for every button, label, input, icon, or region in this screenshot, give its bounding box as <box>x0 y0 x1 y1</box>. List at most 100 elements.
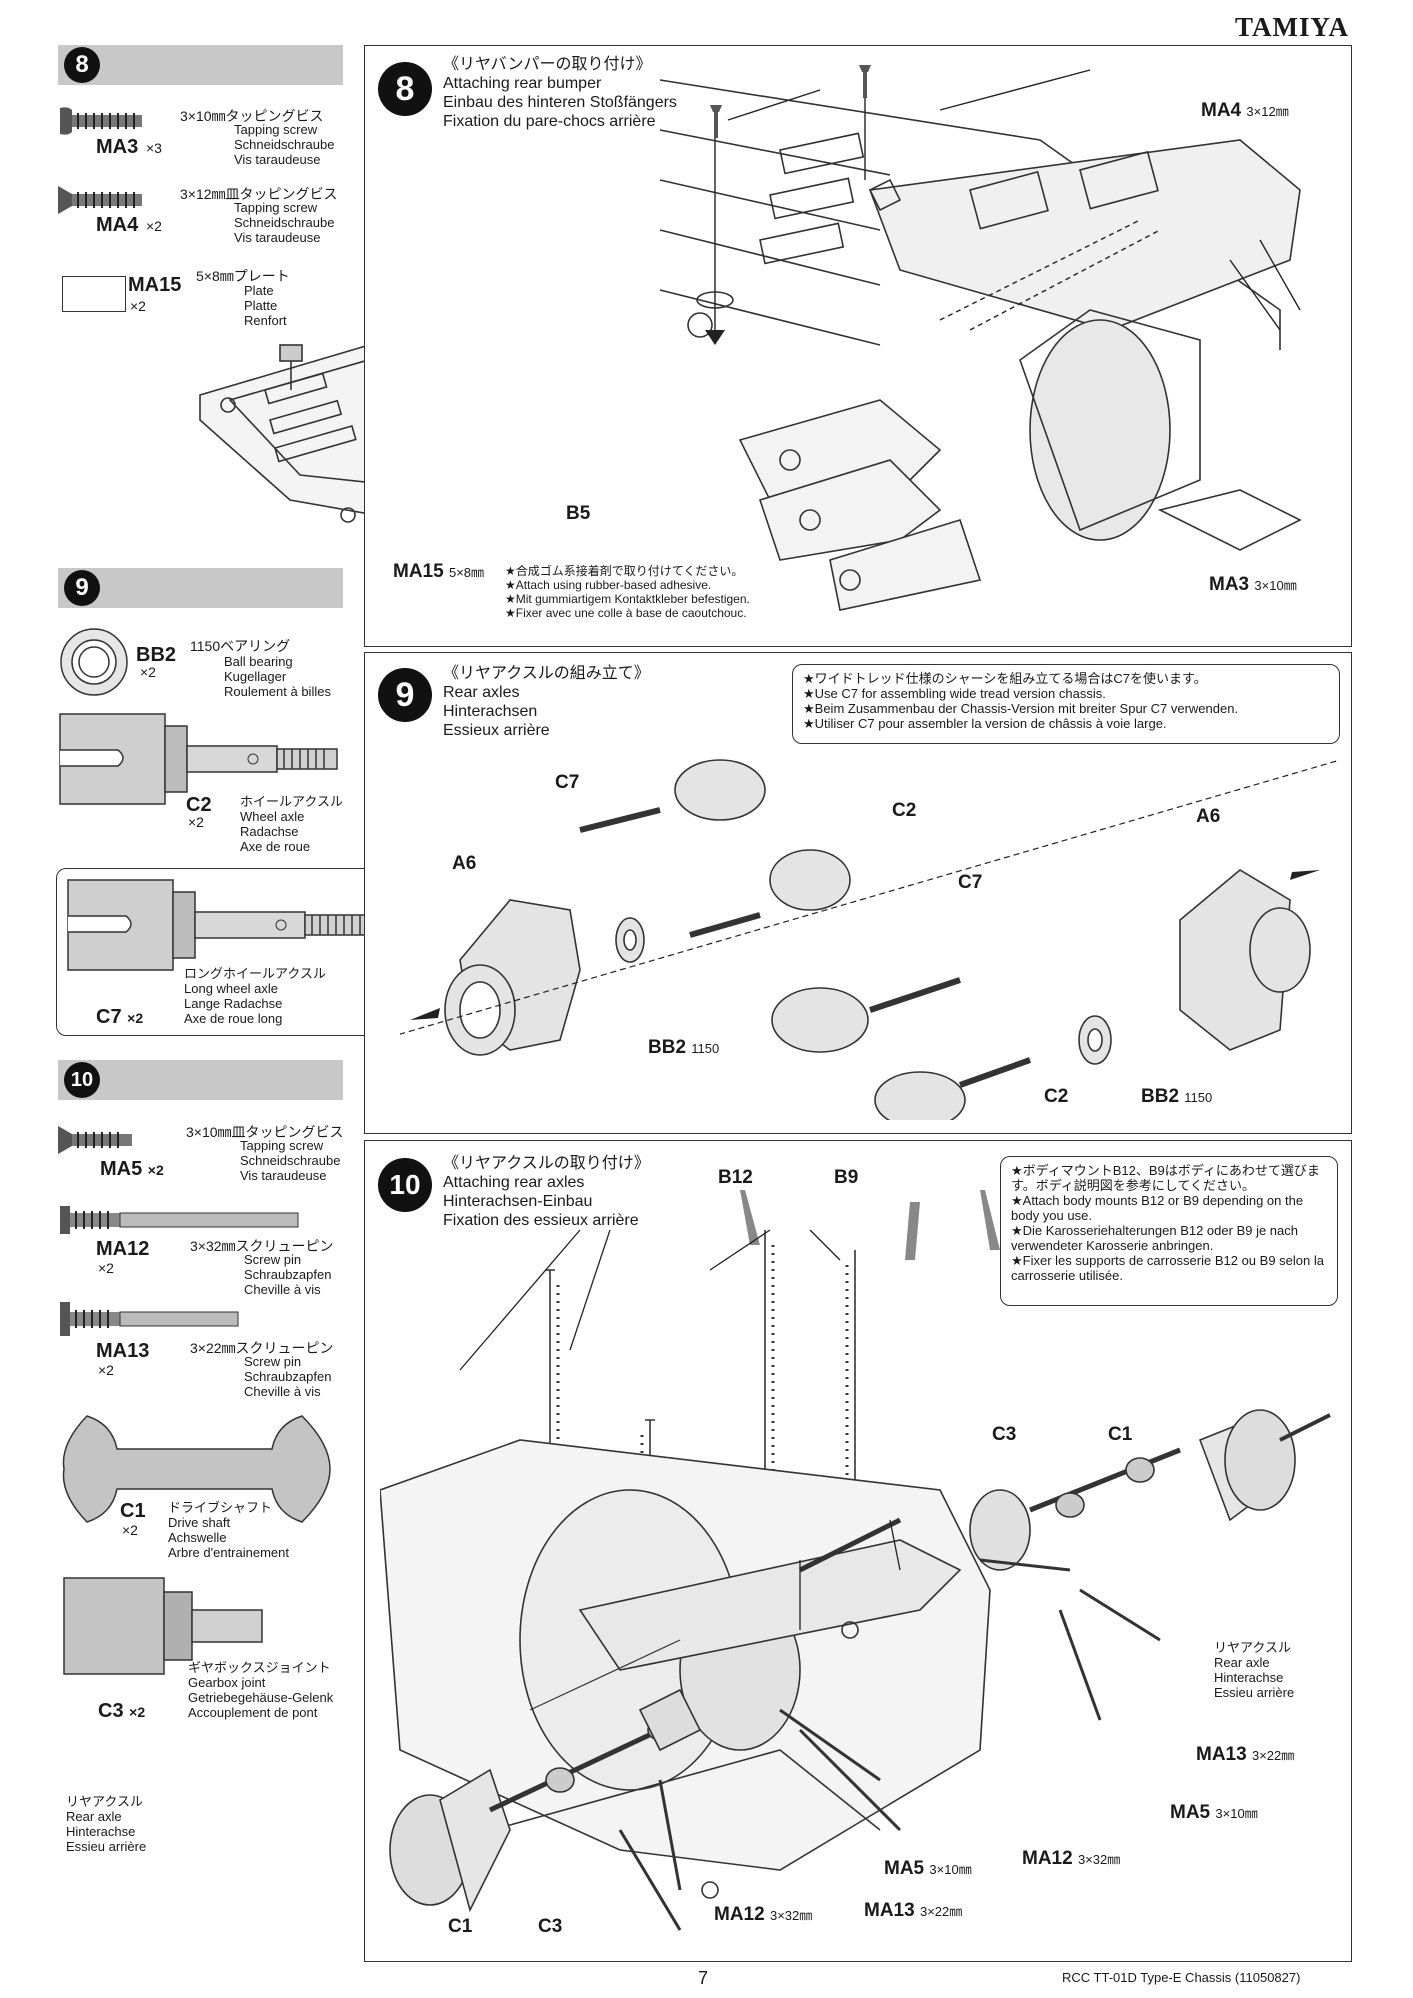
tapping-screw-icon <box>60 107 142 135</box>
screw-pin-long-icon <box>60 1206 299 1234</box>
label-ma13-bottom: MA13 3×22㎜ <box>864 1900 963 1921</box>
long-wheel-axle-icon <box>67 879 372 971</box>
part-code-ma15: MA15 <box>128 274 182 296</box>
part-names-ma3: Tapping screw Schneidschraube Vis taraud… <box>234 122 334 167</box>
label-c7-top: C7 <box>555 772 580 793</box>
part-qty-ma15: ×2 <box>130 298 146 314</box>
countersunk-screw-icon <box>58 186 142 214</box>
part-code-c3: C3 ×2 <box>98 1700 146 1722</box>
gearbox-joint-icon <box>63 1577 263 1675</box>
part-code-ma5: MA5 ×2 <box>100 1158 164 1180</box>
label-b5: B5 <box>566 503 591 524</box>
name-fr: Vis taraudeuse <box>234 230 321 245</box>
part-qty-bb2: ×2 <box>140 664 156 680</box>
part-code-ma13: MA13 <box>96 1340 150 1362</box>
name-en: Plate <box>244 283 274 298</box>
step-10-panel-badge: 10 <box>378 1158 432 1212</box>
part-names-ma15: Plate Platte Renfort <box>244 283 287 328</box>
part-spec-ma12: 3×32㎜スクリューピン <box>190 1238 334 1254</box>
part-code-ma3: MA3 <box>96 136 139 158</box>
part-spec-bb2: 1150ベアリング <box>190 638 291 654</box>
part-names-bb2: Ball bearing Kugellager Roulement à bill… <box>224 654 331 699</box>
label-c3-left: C3 <box>538 1916 563 1937</box>
part-code-c1: C1 <box>120 1500 146 1522</box>
step-10-header-bar <box>58 1060 343 1100</box>
label-ma5-right: MA5 3×10㎜ <box>1170 1802 1258 1823</box>
step-10-title: 《リヤアクスルの取り付け》 Attaching rear axles Hinte… <box>443 1155 650 1229</box>
label-ma12-bottom: MA12 3×32㎜ <box>714 1904 813 1925</box>
step-8-badge: 8 <box>64 47 100 83</box>
countersunk-screw-icon-ma5 <box>58 1126 132 1154</box>
rear-axle-right-caption: リヤアクスル Rear axle Hinterachse Essieu arri… <box>1214 1640 1295 1700</box>
label-b9: B9 <box>834 1167 859 1188</box>
part-code-bb2: BB2 <box>136 644 177 666</box>
label-c2-lower: C2 <box>1044 1086 1069 1107</box>
label-ma13-right: MA13 3×22㎜ <box>1196 1744 1295 1765</box>
label-ma3: MA3 3×10㎜ <box>1209 574 1297 595</box>
name-fr: Vis taraudeuse <box>234 152 321 167</box>
part-names-c2: ホイールアクスル Wheel axle Radachse Axe de roue <box>240 794 343 854</box>
label-bb2-left: BB2 1150 <box>648 1037 720 1058</box>
name-de: Schneidschraube <box>234 215 335 230</box>
brand-logo: TAMIYA <box>1234 12 1349 42</box>
rear-axle-left-caption: リヤアクスル Rear axle Hinterachse Essieu arri… <box>66 1794 147 1854</box>
part-names-ma5: Tapping screw Schneidschraube Vis taraud… <box>240 1138 341 1183</box>
rear-axle-installation-drawing <box>380 1190 1331 1931</box>
step-9-panel-badge: 9 <box>378 668 432 722</box>
adhesive-note: ★合成ゴム系接着剤で取り付けてください。 ★Attach using rubbe… <box>505 564 750 620</box>
part-qty-c1: ×2 <box>122 1522 138 1538</box>
step-9-header-bar <box>58 568 343 608</box>
part-code-c7: C7 ×2 <box>96 1006 144 1028</box>
name-en: Tapping screw <box>234 200 318 215</box>
step-8-panel-badge: 8 <box>378 62 432 116</box>
body-mount-note: ★ボディマウントB12、B9はボディにあわせて選びます。ボディ説明図を参考にして… <box>1000 1156 1338 1306</box>
part-names-ma4: Tapping screw Schneidschraube Vis taraud… <box>234 200 334 245</box>
step-9-title: 《リヤアクスルの組み立て》 Rear axles Hinterachsen Es… <box>443 665 650 739</box>
ball-bearing-icon <box>60 628 128 696</box>
name-de: Schneidschraube <box>234 137 335 152</box>
plate-icon <box>62 276 126 312</box>
screw-pin-short-icon <box>60 1302 239 1336</box>
step-10-badge: 10 <box>64 1062 100 1098</box>
part-qty-ma3: ×3 <box>146 140 162 156</box>
label-c1-right: C1 <box>1108 1424 1133 1445</box>
name-fr: Renfort <box>244 313 287 328</box>
step-9-badge: 9 <box>64 570 100 606</box>
label-a6-left: A6 <box>452 853 477 874</box>
label-ma15: MA15 5×8㎜ <box>393 561 485 582</box>
part-code-ma12: MA12 <box>96 1238 150 1260</box>
part-spec-ma4: 3×12㎜皿タッピングビス <box>180 186 338 202</box>
wheel-axle-icon <box>59 713 338 805</box>
part-names-c1: ドライブシャフト Drive shaft Achswelle Arbre d'e… <box>168 1500 289 1560</box>
page-number: 7 <box>698 1968 709 1988</box>
part-qty-c2: ×2 <box>188 814 204 830</box>
label-c3-right: C3 <box>992 1424 1017 1445</box>
part-spec-ma13: 3×22㎜スクリューピン <box>190 1340 334 1356</box>
label-bb2-right: BB2 1150 <box>1141 1086 1213 1107</box>
part-spec-ma15: 5×8㎜プレート <box>196 268 290 284</box>
drive-shaft-icon <box>62 1415 331 1523</box>
part-spec-ma3: 3×10㎜タッピングビス <box>180 108 324 124</box>
footer-model-text: RCC TT-01D Type-E Chassis (11050827) <box>1062 1970 1301 1985</box>
rear-bumper-assembly-drawing <box>659 65 1302 611</box>
part-qty-ma4: ×2 <box>146 218 162 234</box>
label-c1-left: C1 <box>448 1916 473 1937</box>
name-de: Platte <box>244 298 278 313</box>
part-qty-ma13: ×2 <box>98 1362 114 1378</box>
label-ma12-right: MA12 3×32㎜ <box>1022 1848 1121 1869</box>
label-c2-top: C2 <box>892 800 917 821</box>
part-code-c2: C2 <box>186 794 212 816</box>
step-8-header-bar <box>58 45 343 85</box>
part-spec-ma5: 3×10㎜皿タッピングビス <box>186 1124 344 1140</box>
label-c7-lower: C7 <box>958 872 983 893</box>
label-a6-right: A6 <box>1196 806 1221 827</box>
label-ma4: MA4 3×12㎜ <box>1201 100 1289 121</box>
label-b12: B12 <box>718 1167 753 1188</box>
part-qty-ma12: ×2 <box>98 1260 114 1276</box>
part-names-c3: ギヤボックスジョイント Gearbox joint Getriebegehäus… <box>188 1660 334 1720</box>
name-en: Tapping screw <box>234 122 318 137</box>
part-code-ma4: MA4 <box>96 214 139 236</box>
wide-tread-note: ★ワイドトレッド仕様のシャーシを組み立てる場合はC7を使います。 ★Use C7… <box>792 664 1340 744</box>
rear-axles-exploded-drawing <box>400 759 1340 1120</box>
part-names-c7: ロングホイールアクスル Long wheel axle Lange Radach… <box>184 966 326 1026</box>
